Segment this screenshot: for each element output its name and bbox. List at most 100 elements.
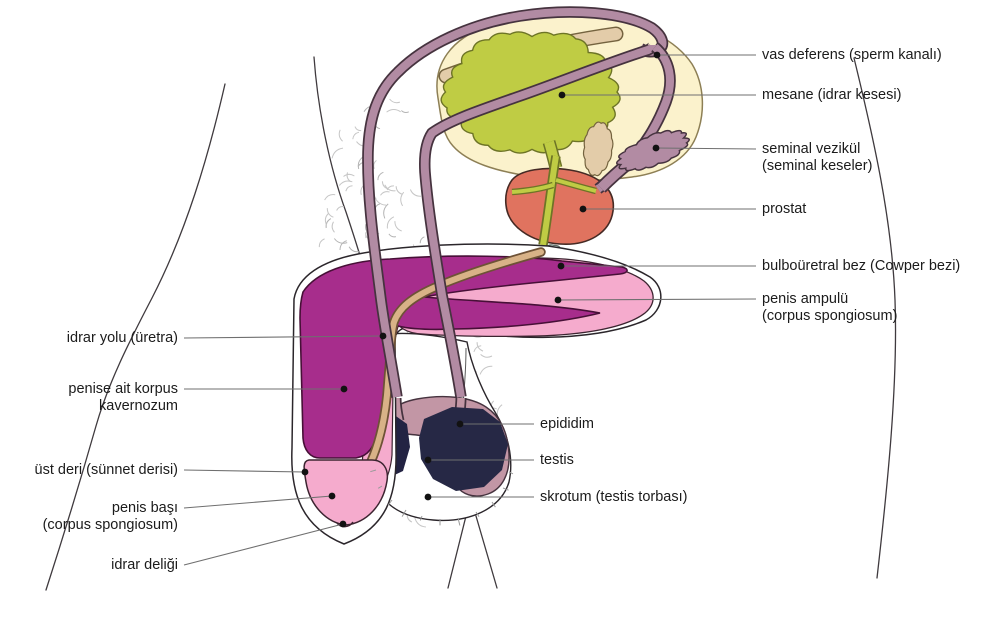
pointer-dot-bulbouretral-bez xyxy=(557,262,565,270)
beige-lump-path xyxy=(582,121,614,177)
leader-line-seminal-vezikul xyxy=(655,147,757,150)
pointer-dot-testis xyxy=(424,456,432,464)
pointer-dot-penis-ampulu xyxy=(554,296,562,304)
hair-stroke xyxy=(325,218,332,229)
hair-stroke xyxy=(386,185,394,191)
thigh-line-right xyxy=(475,515,498,589)
pointer-dot-ust-deri xyxy=(301,468,309,476)
pointer-dot-skrotum xyxy=(424,493,432,501)
label-text-line: üst deri (sünnet derisi) xyxy=(34,461,178,478)
label-text-line: (corpus spongiosum) xyxy=(42,516,178,533)
leader-line-penis-basi xyxy=(183,495,333,509)
back-contour-right xyxy=(853,57,897,579)
label-prostat: prostat xyxy=(762,201,806,218)
label-epididim: epididim xyxy=(540,416,594,433)
hair-stroke xyxy=(476,342,484,352)
hair-stroke xyxy=(400,191,405,207)
hair-stroke xyxy=(389,98,401,104)
label-text-line: skrotum (testis torbası) xyxy=(540,488,688,505)
hair-stroke xyxy=(419,236,425,244)
hair-stroke xyxy=(343,173,355,177)
hair-stroke xyxy=(324,194,336,201)
hair-stroke xyxy=(386,108,401,113)
label-idrar-yolu: idrar yolu (üretra) xyxy=(67,330,178,347)
hair-stroke xyxy=(473,345,482,353)
leader-line-idrar-yolu xyxy=(183,335,384,339)
hair-stroke xyxy=(345,185,353,192)
hair-stroke xyxy=(318,238,325,248)
label-idrar-deligi: idrar deliği xyxy=(111,557,178,574)
label-text-line: penise ait korpus xyxy=(68,380,178,397)
seminal-vesicle-back-shape xyxy=(582,121,614,177)
hair-stroke xyxy=(480,354,493,358)
scrotum-hair-tick xyxy=(475,511,480,517)
hair-stroke xyxy=(338,129,343,142)
scrotum-hair-tick xyxy=(370,469,377,473)
scrotum-hair-tick xyxy=(377,485,383,489)
label-text-line: (corpus spongiosum) xyxy=(762,307,898,324)
label-text-line: kavernozum xyxy=(99,397,178,414)
pointer-dot-mesane xyxy=(558,91,566,99)
label-text-line: vas deferens (sperm kanalı) xyxy=(762,46,942,63)
scrotum-hair-tick xyxy=(387,499,393,506)
hair-stroke xyxy=(374,196,387,206)
scrotum-hair-tick xyxy=(508,471,514,475)
hair-stroke xyxy=(348,246,360,253)
label-ust-deri: üst deri (sünnet derisi) xyxy=(35,462,178,479)
pointer-dot-vas-deferens xyxy=(653,51,661,59)
hair-stroke xyxy=(386,216,395,229)
pointer-dot-prostat xyxy=(579,205,587,213)
pointer-dot-penis-basi xyxy=(328,492,336,500)
pointer-dot-epididim xyxy=(456,420,464,428)
label-testis: testis xyxy=(540,452,574,469)
label-seminal-vezikul: seminal vezikül(seminal keseler) xyxy=(762,141,872,175)
hair-stroke xyxy=(354,126,362,132)
pointer-dot-korpus-kavernozum xyxy=(340,385,348,393)
pointer-dot-idrar-deligi xyxy=(339,520,347,528)
leader-line-ust-deri xyxy=(183,469,306,473)
hair-stroke xyxy=(395,186,403,195)
label-text-line: idrar deliği xyxy=(111,556,178,573)
label-text-line: seminal vezikül xyxy=(762,140,861,157)
scrotum-hair-tick xyxy=(419,515,423,521)
vas-deferens-tube-outer xyxy=(362,6,669,398)
hair-stroke xyxy=(331,221,335,233)
leader-line-penis-ampulu xyxy=(557,298,757,301)
label-text-line: mesane (idrar kesesi) xyxy=(762,86,902,103)
label-text-line: penis başı xyxy=(111,499,178,516)
hair-stroke xyxy=(388,233,397,238)
scrotum-hair-tick xyxy=(491,501,496,508)
leader-line-idrar-deligi xyxy=(183,523,344,566)
hair-stroke xyxy=(324,213,329,225)
vas-deferens-tube-inner xyxy=(419,42,660,398)
scrotum-hair-tick xyxy=(457,517,461,526)
label-mesane: mesane (idrar kesesi) xyxy=(762,87,901,104)
pointer-dot-idrar-yolu xyxy=(379,332,387,340)
label-text-line: penis ampulü xyxy=(762,290,849,307)
hair-stroke xyxy=(414,517,426,528)
hair-stroke xyxy=(326,208,334,218)
label-text-line: (seminal keseler) xyxy=(762,157,873,174)
label-skrotum: skrotum (testis torbası) xyxy=(540,489,687,506)
urethra-green xyxy=(511,155,597,246)
hair-stroke xyxy=(333,238,348,244)
label-bulbouretral-bez: bulboüretral bez (Cowper bezi) xyxy=(762,258,960,275)
hair-stroke xyxy=(479,365,493,375)
hair-stroke xyxy=(384,184,396,192)
label-text-line: epididim xyxy=(540,415,594,432)
abdomen-contour-left xyxy=(45,83,226,591)
hair-stroke xyxy=(352,131,360,140)
scrotum-hair-tick xyxy=(502,487,509,491)
hair-stroke xyxy=(409,189,422,197)
hair-stroke xyxy=(331,147,344,159)
label-vas-deferens: vas deferens (sperm kanalı) xyxy=(762,47,942,64)
pointer-dot-seminal-vezikul xyxy=(652,144,660,152)
hair-stroke xyxy=(336,206,344,211)
hair-stroke xyxy=(339,240,347,251)
label-text-line: testis xyxy=(540,451,574,468)
hair-stroke xyxy=(394,221,402,232)
label-text-line: idrar yolu (üretra) xyxy=(66,329,178,346)
hair-stroke xyxy=(401,110,410,114)
